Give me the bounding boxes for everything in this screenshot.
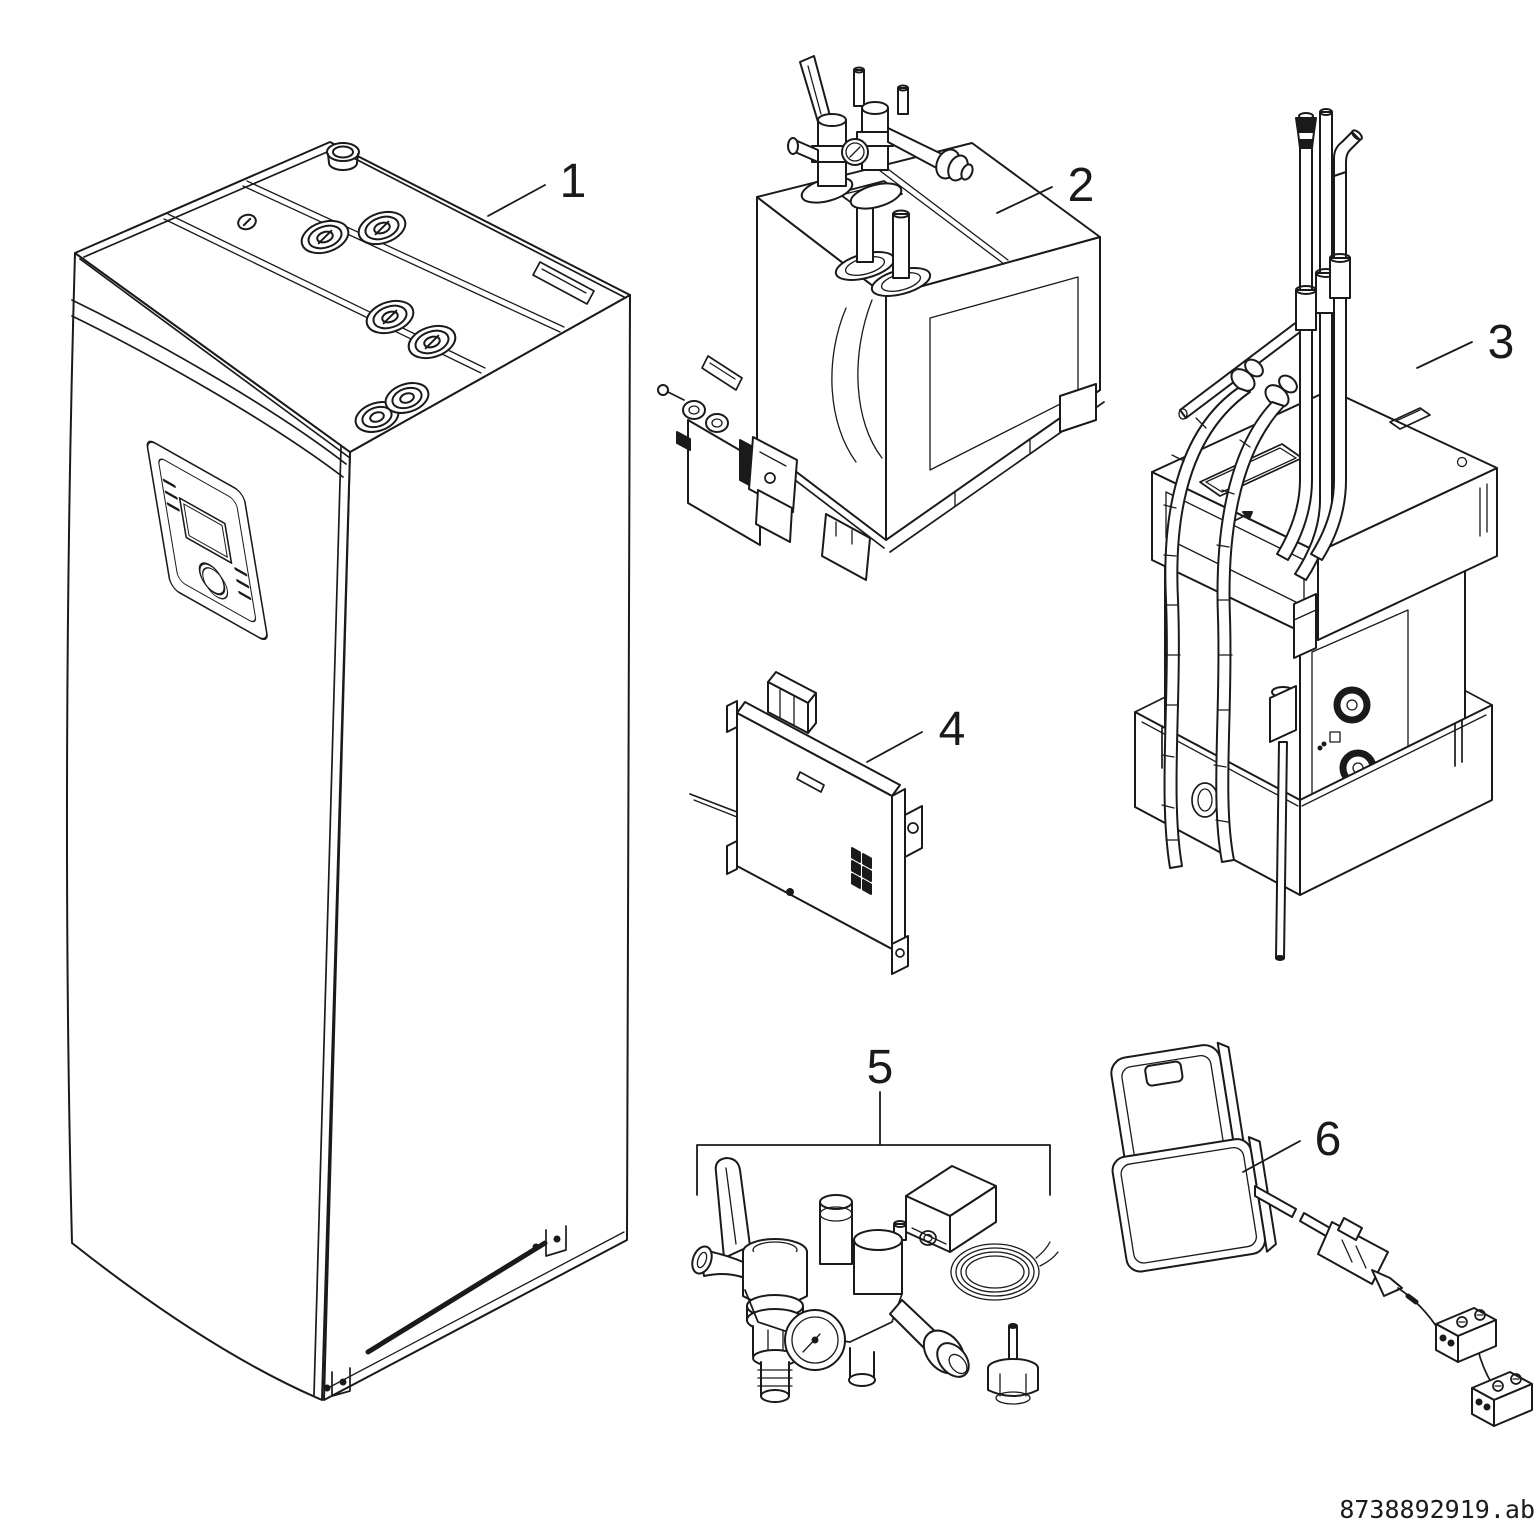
document-code: 8738892919.ab [1339,1495,1535,1524]
immersion-sensor-fitting [987,1323,1039,1405]
sensor-cable-coil [950,1241,1059,1301]
valve-cluster [787,55,974,210]
callout-3-label: 3 [1488,316,1515,369]
terminal-block-1 [1435,1307,1497,1363]
callout-1-leader-line [487,184,546,217]
callout-6-label: 6 [1315,1113,1342,1166]
callout-4-leader-line [866,731,923,763]
callout-4-label: 4 [939,703,966,756]
callout-3-leader-line [1416,341,1473,369]
part-4-control-board-illustration [689,671,923,975]
drain-valve [1269,685,1297,961]
terminal-connector-block [767,671,817,734]
panel-buttons [162,478,252,601]
cover-cap [905,1165,997,1253]
dip-connector [851,847,872,895]
part-3-heat-pump-module-illustration [1134,108,1498,961]
terminal-block-2 [1471,1371,1533,1427]
part-1-floor-standing-unit-illustration [65,141,631,1401]
pipe-grommets [237,142,457,433]
top-cap [326,142,360,171]
control-panel [146,440,268,641]
callout-5-label: 5 [867,1041,894,1094]
pump-assembly [657,384,798,546]
part-2-hydraulic-module-illustration [657,55,1105,581]
connection-pipes [1276,108,1363,581]
callouts: 1 2 3 4 5 6 [487,155,1515,1196]
connection-cable [1254,1185,1493,1385]
rotary-knob [198,562,226,596]
flex-hoses [1161,358,1298,869]
top-pipes [834,191,932,297]
shut-off-valve-group [691,1157,970,1403]
callout-1-label: 1 [560,155,587,208]
callout-2-leader-line [996,186,1053,214]
callout-6-leader-line [1242,1140,1301,1173]
wireless-module [1110,1041,1277,1273]
part-5-installation-kit-illustration [691,1157,1059,1405]
display-screen [178,496,233,565]
part-6-accessory-module-illustration [1110,1041,1533,1427]
callout-2-label: 2 [1068,159,1095,212]
callout-5-bracket [696,1091,1051,1196]
